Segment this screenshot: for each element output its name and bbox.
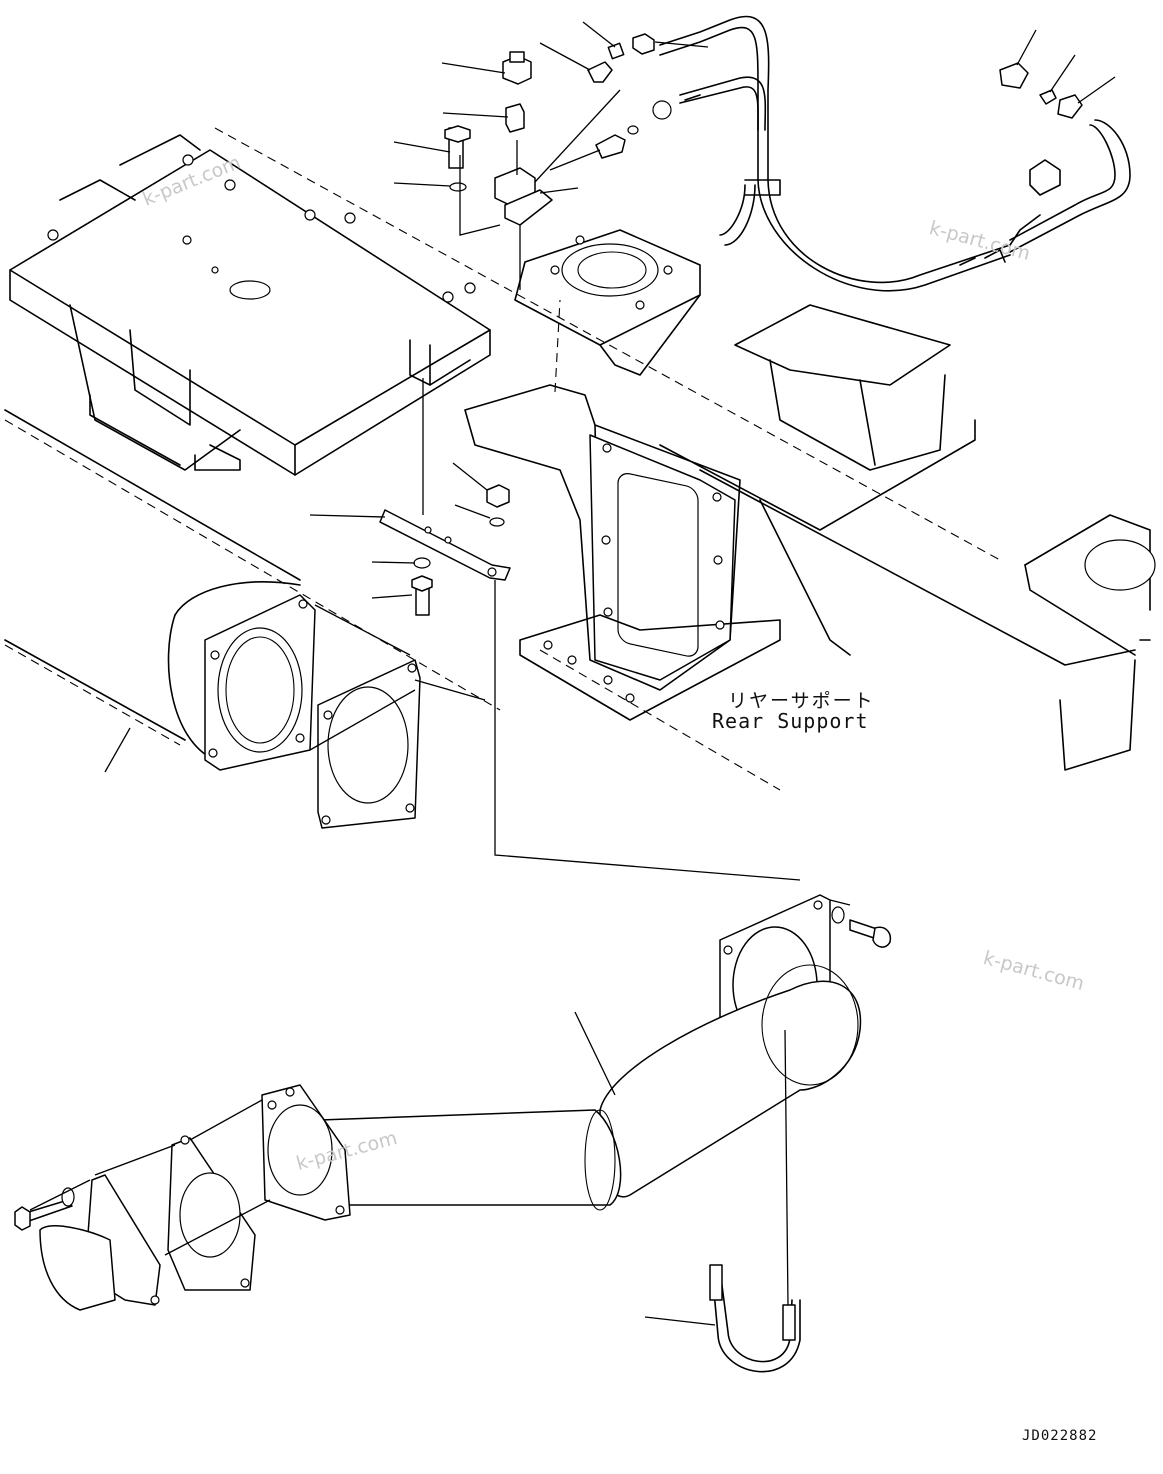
rear-support-column (464, 384, 781, 721)
turbo-outlet-flange (14, 1174, 161, 1311)
exhaust-pipe (261, 894, 862, 1221)
hose-fittings (684, 94, 1006, 266)
frame-reference-lines (4, 127, 1001, 791)
sensor-assembly (444, 33, 672, 290)
assembly-lines (29, 604, 851, 1256)
rear-support-label-en: Rear Support (712, 709, 869, 733)
gasket-upper (317, 659, 421, 829)
callout-leaders (104, 21, 1116, 1326)
rear-support-label-jp: リヤーサポート (728, 690, 875, 712)
right-crossbeam (659, 304, 1156, 771)
gasket-lower (167, 1135, 256, 1291)
middle-bracket (379, 378, 801, 881)
left-deck-plate (9, 134, 491, 476)
u-clamp (709, 1029, 801, 1373)
pipe-bolt (831, 906, 892, 948)
upper-ring-bracket (514, 229, 701, 376)
left-side-beam (4, 409, 316, 771)
hose-lines (659, 15, 1131, 292)
drawing-code-label: JD022882 (1022, 1428, 1098, 1444)
